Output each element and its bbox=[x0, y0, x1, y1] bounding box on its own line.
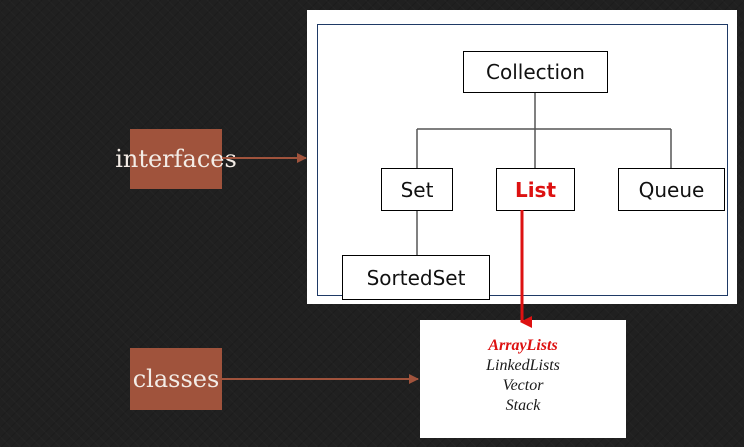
collection-node-label: Collection bbox=[486, 60, 585, 84]
set-node-label: Set bbox=[400, 177, 434, 202]
class-item-linkedlists: LinkedLists bbox=[486, 357, 560, 374]
classes-box: ArrayLists LinkedLists Vector Stack bbox=[420, 320, 626, 438]
queue-node: Queue bbox=[618, 168, 725, 211]
list-node: List bbox=[496, 168, 575, 211]
list-node-label: List bbox=[514, 177, 557, 202]
queue-node-label: Queue bbox=[638, 177, 705, 202]
hierarchy-connectors bbox=[416, 93, 672, 255]
class-item-vector: Vector bbox=[502, 377, 544, 394]
class-item-stack: Stack bbox=[505, 397, 541, 414]
classes-label-text: classes bbox=[132, 365, 220, 393]
interfaces-label: interfaces bbox=[115, 129, 237, 189]
sortedset-node: SortedSet bbox=[342, 255, 490, 300]
interfaces-diagram-frame: Collection Set List Queue SortedSet bbox=[317, 24, 728, 300]
class-item-arraylists: ArrayLists bbox=[488, 337, 558, 354]
interfaces-label-text: interfaces bbox=[115, 145, 237, 173]
collection-node: Collection bbox=[463, 51, 608, 93]
classes-label: classes bbox=[130, 348, 222, 410]
set-node: Set bbox=[381, 168, 453, 211]
sortedset-node-label: SortedSet bbox=[366, 265, 466, 290]
